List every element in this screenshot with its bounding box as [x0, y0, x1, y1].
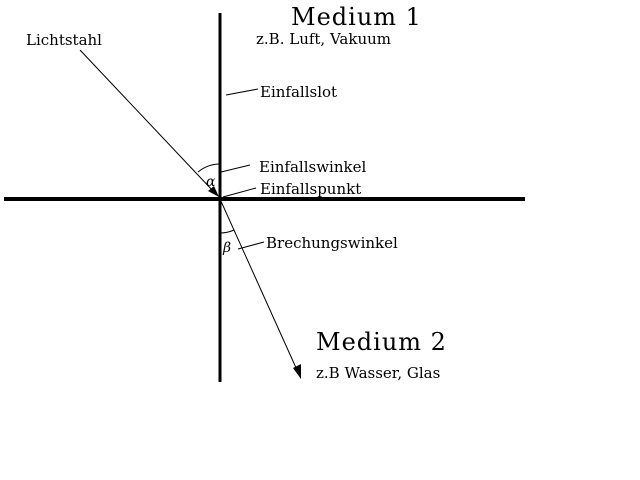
leader-incidence-angle	[220, 164, 251, 173]
incident-ray	[79, 49, 215, 193]
beta-arc	[219, 229, 235, 234]
light-ray-label: Lichtstahl	[26, 31, 102, 49]
beta-symbol: β	[222, 240, 231, 256]
point-of-incidence-label: Einfallspunkt	[260, 180, 361, 198]
refracted-ray-arrowhead	[293, 364, 301, 379]
leader-normal	[225, 88, 259, 96]
medium2-example: z.B Wasser, Glas	[316, 364, 440, 382]
angle-of-incidence-label: Einfallswinkel	[259, 158, 366, 176]
angle-of-refraction-label: Brechungswinkel	[266, 234, 398, 252]
medium1-title: Medium 1	[291, 3, 422, 31]
leader-refraction-angle	[237, 241, 265, 250]
medium1-example: z.B. Luft, Vakuum	[256, 30, 391, 48]
leader-incidence-point	[222, 187, 257, 198]
refracted-ray	[219, 198, 298, 371]
medium2-title: Medium 2	[316, 328, 447, 356]
incident-ray-arrowhead	[208, 186, 219, 197]
alpha-symbol: α	[206, 174, 216, 190]
normal-label: Einfallslot	[260, 83, 337, 101]
alpha-arc	[197, 163, 221, 173]
